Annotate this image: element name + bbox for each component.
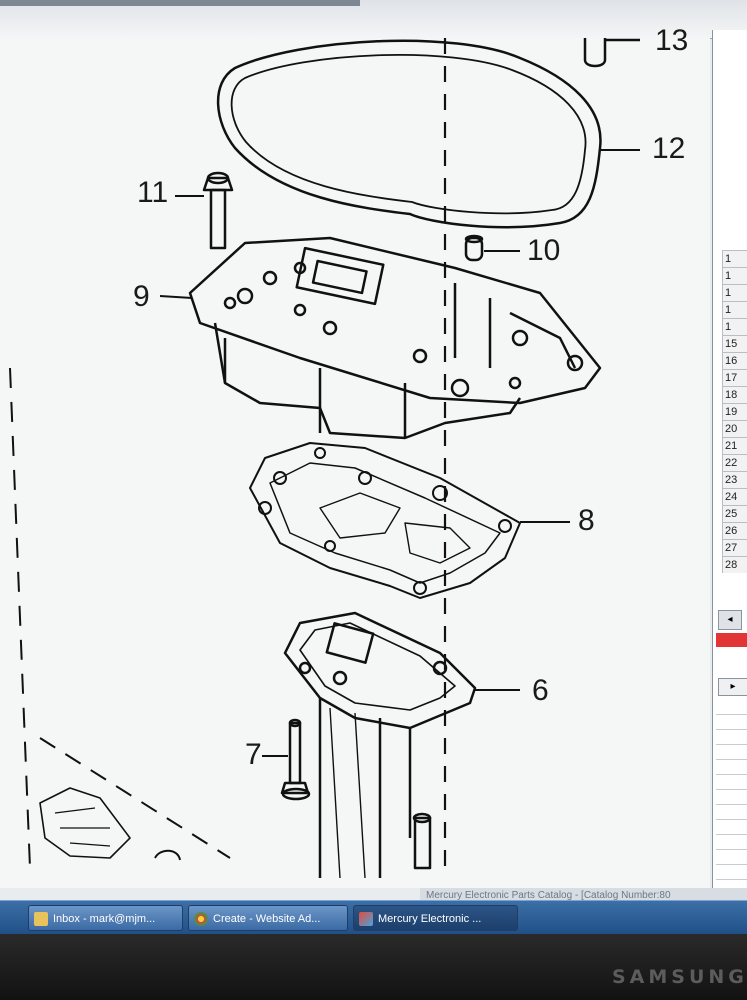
callout-10: 10	[527, 234, 561, 267]
part-7-bolt	[280, 718, 311, 801]
callout-7: 7	[245, 738, 262, 771]
callout-13: 13	[655, 24, 689, 57]
exploded-view-drawing	[9, 38, 640, 879]
window-edge	[0, 0, 360, 6]
callout-8: 8	[578, 504, 595, 537]
taskbar-item-mercury-catalog[interactable]: Mercury Electronic ...	[353, 905, 518, 931]
taskbar-item-label: Create - Website Ad...	[213, 913, 321, 925]
catalog-app-icon	[359, 912, 373, 926]
callout-12: 12	[652, 132, 686, 165]
screen: 13 12 11 10 9 8 6 7 1 1 1 1 1 15 16 17 1…	[0, 0, 747, 930]
taskbar-item-label: Mercury Electronic ...	[378, 913, 482, 925]
row-number: 25	[722, 505, 747, 522]
row-number: 28	[722, 556, 747, 573]
callout-11: 11	[137, 176, 169, 209]
part-12-seal-inner	[230, 54, 587, 215]
browser-icon	[194, 912, 208, 926]
round-fragment	[154, 849, 181, 861]
row-number: 26	[722, 522, 747, 539]
sheet-scroll-right-button[interactable]: ▸	[718, 678, 747, 696]
envelope-icon	[34, 912, 48, 926]
row-number: 20	[722, 420, 747, 437]
row-number: 1	[722, 301, 747, 318]
callout-9: 9	[133, 280, 150, 313]
taskbar-item-inbox[interactable]: Inbox - mark@mjm...	[28, 905, 183, 931]
spreadsheet-cells	[716, 700, 747, 890]
red-highlight-cell	[716, 633, 747, 647]
row-number: 1	[722, 267, 747, 284]
parts-diagram: 13 12 11 10 9 8 6 7	[0, 26, 710, 888]
monitor-bezel	[0, 934, 747, 1000]
row-number: 1	[722, 250, 747, 267]
row-number: 16	[722, 352, 747, 369]
window-title-bar	[0, 0, 747, 39]
part-10-dowel	[464, 234, 484, 262]
part-9-adapter-plate	[188, 236, 602, 440]
part-6-exhaust-adapter	[283, 611, 477, 879]
part-11-bolt	[202, 171, 234, 250]
row-number: 17	[722, 369, 747, 386]
taskbar-item-label: Inbox - mark@mjm...	[53, 913, 156, 925]
part-8-gasket	[249, 442, 521, 599]
row-number: 27	[722, 539, 747, 556]
taskbar-item-browser[interactable]: Create - Website Ad...	[188, 905, 348, 931]
row-number: 23	[722, 471, 747, 488]
row-number: 19	[722, 403, 747, 420]
row-number: 1	[722, 284, 747, 301]
row-number: 18	[722, 386, 747, 403]
row-number: 22	[722, 454, 747, 471]
row-number: 24	[722, 488, 747, 505]
monitor-brand-logo: SAMSUNG	[612, 966, 747, 988]
row-number: 1	[722, 318, 747, 335]
row-number: 21	[722, 437, 747, 454]
callout-6: 6	[532, 674, 549, 707]
part-13-clip	[583, 38, 640, 68]
row-number: 15	[722, 335, 747, 352]
lower-left-part-fragment	[39, 787, 131, 859]
sheet-scroll-left-button[interactable]: ◂	[718, 610, 742, 630]
part-12-seal	[216, 39, 602, 229]
